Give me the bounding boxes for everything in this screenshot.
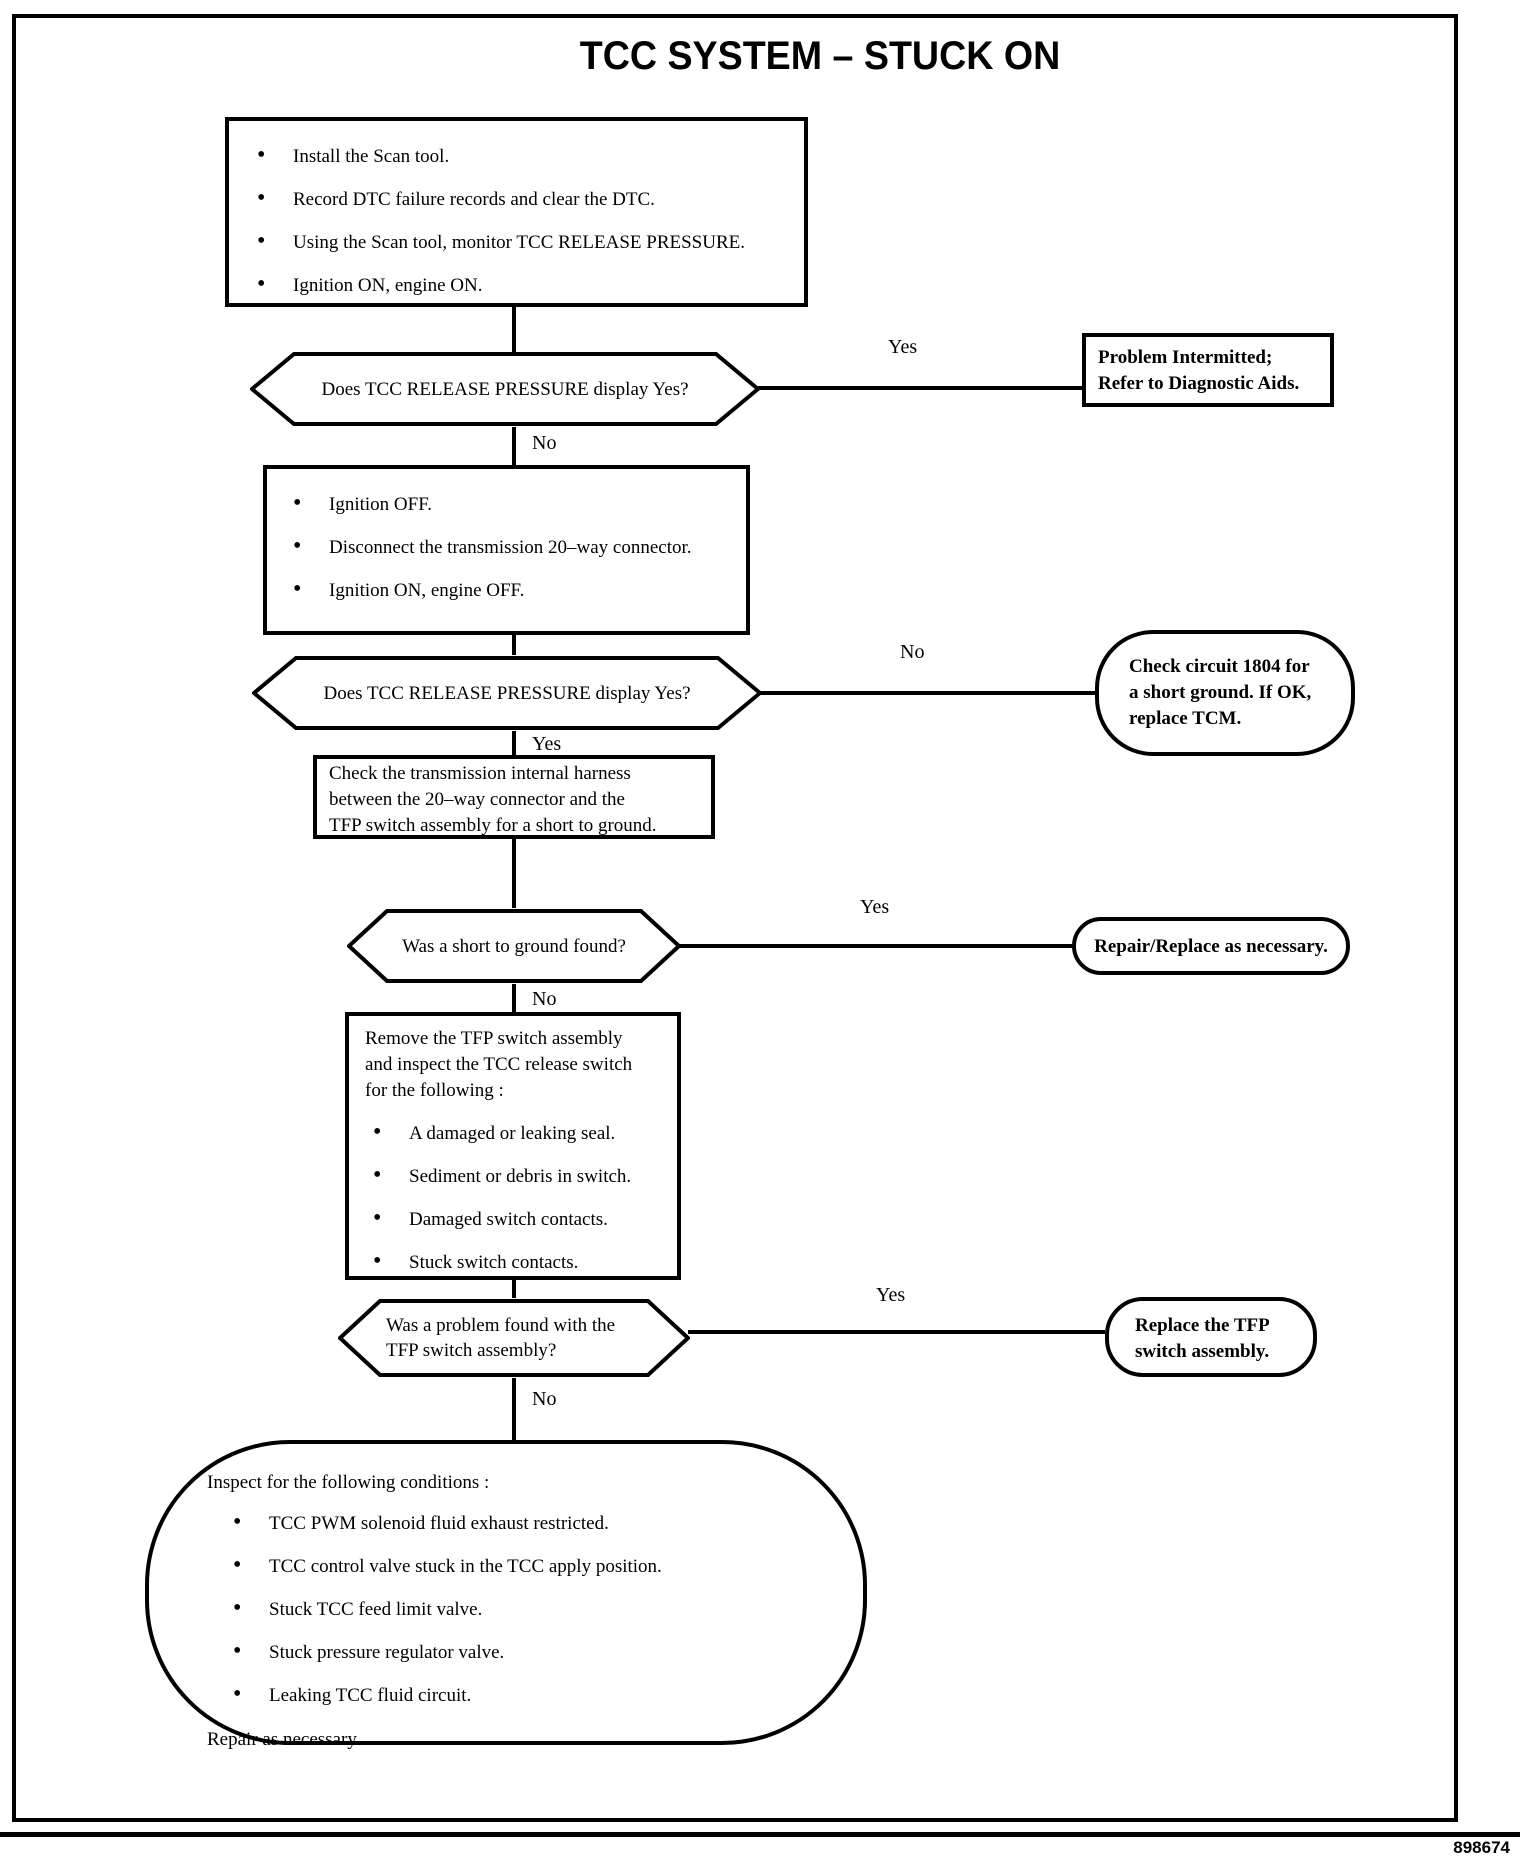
- connector-step3-decision3: [512, 839, 516, 908]
- final-bullet: TCC PWM solenoid fluid exhaust restricte…: [225, 1510, 863, 1536]
- decision2-yes-label: Yes: [532, 733, 562, 755]
- action-line: Problem Intermitted;: [1098, 347, 1273, 368]
- connector-step2-decision2: [512, 635, 516, 655]
- connector-decision3-step4: [512, 984, 516, 1012]
- decision2-no-line: [760, 691, 1095, 695]
- page-title: TCC SYSTEM – STUCK ON: [579, 34, 1061, 78]
- action-check-circuit-box: Check circuit 1804 for a short ground. I…: [1095, 630, 1355, 756]
- decision3-yes-line: [679, 944, 1072, 948]
- decision4-text: Was a problem found with the TFP switch …: [338, 1298, 738, 1393]
- action-problem-intermittent-box: Problem Intermitted; Refer to Diagnostic…: [1082, 333, 1334, 407]
- step3-line: between the 20–way connector and the: [329, 789, 625, 810]
- action-line: a short ground. If OK,: [1129, 682, 1312, 703]
- final-bullet: Stuck TCC feed limit valve.: [225, 1596, 863, 1622]
- step1-bullet: Using the Scan tool, monitor TCC RELEASE…: [249, 229, 784, 255]
- decision4-yes-line: [688, 1330, 1105, 1334]
- decision1-yes-line: [758, 386, 1082, 390]
- step2-bullet: Ignition ON, engine OFF.: [285, 577, 728, 603]
- step1-bullet-list: Install the Scan tool. Record DTC failure…: [249, 143, 784, 298]
- final-outro: Repair as necessary.: [207, 1729, 361, 1750]
- step4-bullet: Sediment or debris in switch.: [365, 1163, 677, 1189]
- final-bullet: Leaking TCC fluid circuit.: [225, 1682, 863, 1708]
- decision4-line: TFP switch assembly?: [386, 1340, 557, 1361]
- step1-bullet: Install the Scan tool.: [249, 143, 784, 169]
- connector-decision4-final: [512, 1378, 516, 1440]
- decision3-no-label: No: [532, 988, 557, 1010]
- decision4-line: Was a problem found with the: [386, 1315, 616, 1336]
- step4-bullet: A damaged or leaking seal.: [365, 1120, 677, 1146]
- final-box: Inspect for the following conditions : T…: [145, 1440, 867, 1750]
- final-bullet: Stuck pressure regulator valve.: [225, 1639, 863, 1665]
- action-line: Replace the TFP: [1135, 1315, 1270, 1336]
- decision4-yes-label: Yes: [876, 1284, 906, 1306]
- decision1-hexagon: Does TCC RELEASE PRESSURE display Yes?: [250, 351, 760, 427]
- action-line: Check circuit 1804 for: [1129, 656, 1310, 677]
- connector-decision1-step2: [512, 427, 516, 465]
- decision4-hexagon: Was a problem found with the TFP switch …: [338, 1298, 690, 1378]
- step4-bullet: Damaged switch contacts.: [365, 1206, 677, 1232]
- step4-intro-line: and inspect the TCC release switch: [365, 1054, 633, 1075]
- step4-box: Remove the TFP switch assembly and inspe…: [345, 1012, 681, 1280]
- action-text: Repair/Replace as necessary.: [1094, 935, 1328, 957]
- decision3-text: Was a short to ground found?: [402, 935, 626, 957]
- decision1-text: Does TCC RELEASE PRESSURE display Yes?: [321, 378, 689, 400]
- step2-bullet-list: Ignition OFF. Disconnect the transmission…: [285, 491, 728, 603]
- decision2-text: Does TCC RELEASE PRESSURE display Yes?: [323, 682, 691, 704]
- action-replace-tfp-box: Replace the TFP switch assembly.: [1105, 1297, 1317, 1377]
- decision3-hexagon: Was a short to ground found?: [347, 908, 681, 984]
- step3-line: Check the transmission internal harness: [329, 763, 631, 784]
- bottom-rule: [0, 1832, 1520, 1837]
- step1-box: Install the Scan tool. Record DTC failure…: [225, 117, 808, 307]
- step2-bullet: Ignition OFF.: [285, 491, 728, 517]
- action-line: replace TCM.: [1129, 708, 1242, 729]
- decision2-hexagon: Does TCC RELEASE PRESSURE display Yes?: [252, 655, 762, 731]
- step2-bullet: Disconnect the transmission 20–way conne…: [285, 534, 728, 560]
- step4-intro-line: for the following :: [365, 1080, 504, 1101]
- decision2-no-label: No: [900, 641, 925, 663]
- step4-bullet: Stuck switch contacts.: [365, 1249, 677, 1275]
- final-bullet: TCC control valve stuck in the TCC apply…: [225, 1553, 863, 1579]
- action-repair-replace-box: Repair/Replace as necessary.: [1072, 917, 1350, 975]
- decision1-yes-label: Yes: [888, 336, 918, 358]
- decision3-yes-label: Yes: [860, 896, 890, 918]
- step4-intro-line: Remove the TFP switch assembly: [365, 1028, 623, 1049]
- step4-bullet-list: A damaged or leaking seal. Sediment or de…: [365, 1120, 677, 1275]
- final-bullet-list: TCC PWM solenoid fluid exhaust restricte…: [207, 1510, 863, 1708]
- connector-decision2-step3: [512, 731, 516, 755]
- step1-bullet: Record DTC failure records and clear the…: [249, 186, 784, 212]
- decision4-no-label: No: [532, 1388, 557, 1410]
- connector-step1-decision1: [512, 307, 516, 353]
- final-intro: Inspect for the following conditions :: [207, 1472, 490, 1493]
- page-border: [12, 14, 1458, 1822]
- action-line: switch assembly.: [1135, 1341, 1270, 1362]
- connector-step4-decision4: [512, 1280, 516, 1298]
- step3-line: TFP switch assembly for a short to groun…: [329, 815, 657, 836]
- step3-box: Check the transmission internal harness …: [313, 755, 715, 839]
- step2-box: Ignition OFF. Disconnect the transmission…: [263, 465, 750, 635]
- step1-bullet: Ignition ON, engine ON.: [249, 272, 784, 298]
- decision1-no-label: No: [532, 432, 557, 454]
- decision4-hexagon-shape: [338, 1299, 690, 1377]
- action-line: Refer to Diagnostic Aids.: [1098, 373, 1300, 394]
- figure-number: 898674: [1453, 1838, 1510, 1857]
